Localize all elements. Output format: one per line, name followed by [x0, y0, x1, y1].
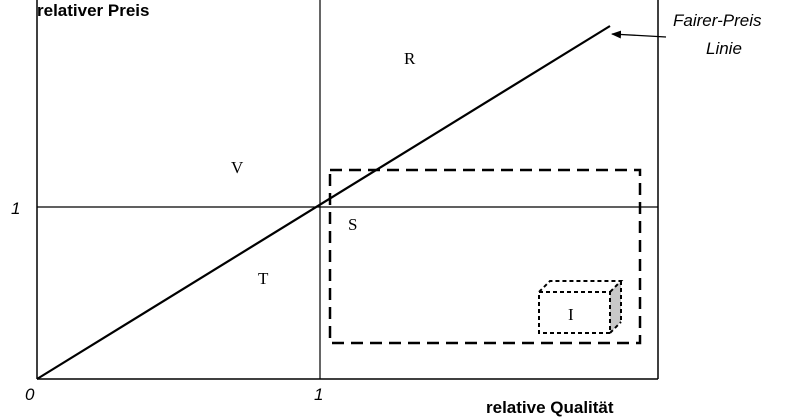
fair-price-line-label-1: Fairer-Preis [673, 11, 762, 30]
box-shaded-side [610, 281, 621, 333]
x-tick-label: 1 [314, 385, 323, 404]
box-bottom-edge [609, 321, 622, 334]
region-label-s: S [348, 215, 357, 234]
y-axis-title: relativer Preis [37, 1, 149, 20]
large-dashed-box [328, 168, 642, 345]
y-tick-label: 1 [11, 199, 20, 218]
region-label-v: V [231, 158, 244, 177]
annotation-arrow [611, 30, 667, 39]
region-label-i: I [568, 305, 574, 324]
box-top-face [538, 280, 624, 293]
fair-price-line-label-2: Linie [706, 39, 742, 58]
region-label-r: R [404, 49, 416, 68]
x-axis-title: relative Qualität [486, 398, 614, 417]
region-label-t: T [258, 269, 269, 288]
box-front-face [538, 291, 611, 334]
small-dotted-box [538, 280, 624, 334]
origin-label: 0 [25, 385, 35, 404]
fair-price-line [36, 25, 611, 380]
